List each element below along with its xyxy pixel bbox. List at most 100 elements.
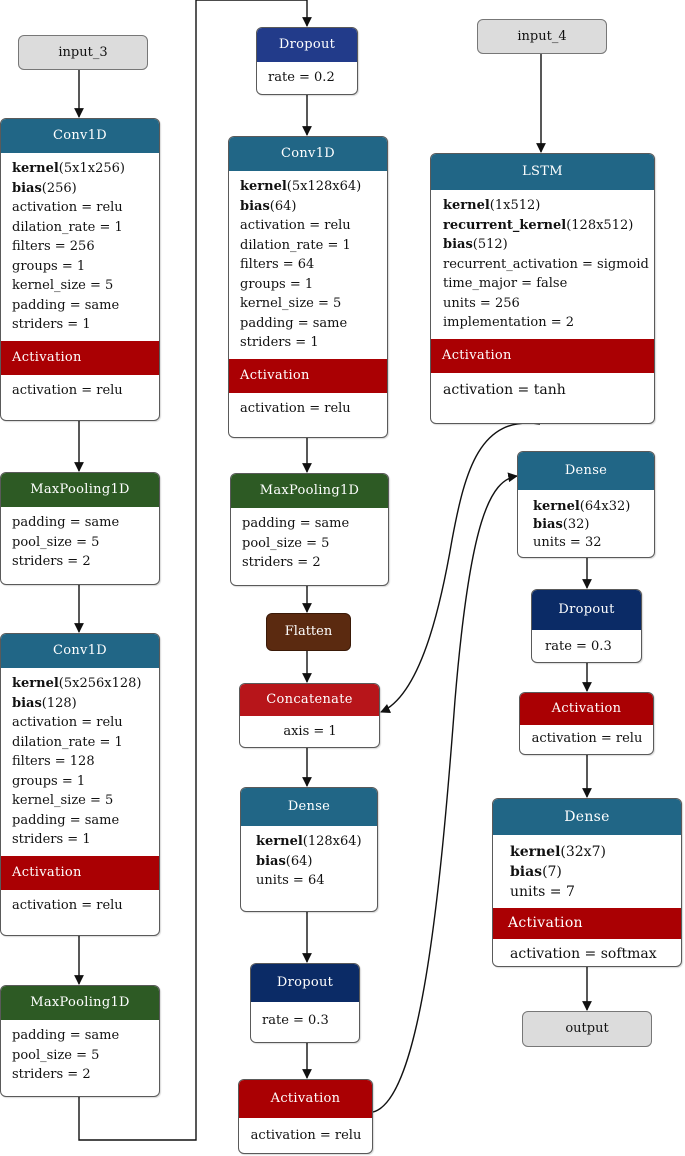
kernel-row: kernel(1x512) <box>443 198 541 213</box>
activation-title: Activation <box>431 338 654 373</box>
node-title: MaxPooling1D <box>231 474 388 508</box>
bias-row: bias(512) <box>443 237 508 252</box>
units-row: units = 7 <box>510 884 575 900</box>
node-params: kernel(32x7) bias(7) units = 7 <box>493 835 681 908</box>
param-row: filters = 64 <box>240 257 315 272</box>
node-title: Conv1D <box>1 634 159 668</box>
param-row: striders = 2 <box>12 554 91 569</box>
param-row: dilation_rate = 1 <box>240 237 351 253</box>
units-row: units = 32 <box>533 535 602 550</box>
flatten-node: Flatten <box>266 613 351 651</box>
maxpooling1d-node-3: MaxPooling1D padding = same pool_size = … <box>230 473 389 586</box>
node-title: Dropout <box>251 964 359 1002</box>
dense-node-2: Dense kernel(64x32) bias(32) units = 32 <box>517 451 655 558</box>
bias-row: bias(256) <box>12 180 77 196</box>
node-params: padding = same pool_size = 5 striders = … <box>1 507 159 578</box>
dropout-node-1: Dropout rate = 0.2 <box>256 27 358 95</box>
activation-param: activation = relu <box>12 382 123 398</box>
param-row: time_major = false <box>443 276 568 291</box>
dense-node-3: Dense kernel(32x7) bias(7) units = 7 Act… <box>492 798 682 967</box>
param-row: implementation = 2 <box>443 315 575 330</box>
lstm-node: LSTM kernel(1x512) recurrent_kernel(128x… <box>430 153 655 424</box>
node-title: MaxPooling1D <box>1 473 159 507</box>
recurrent-kernel-row: recurrent_kernel(128x512) <box>443 217 634 233</box>
kernel-row: kernel(32x7) <box>510 844 606 860</box>
param-row: striders = 1 <box>12 317 91 332</box>
kernel-row: kernel(5x256x128) <box>12 676 142 691</box>
activation-title: Activation <box>1 340 159 375</box>
param-row: striders = 1 <box>12 832 91 847</box>
units-row: units = 64 <box>256 873 325 888</box>
param-row: recurrent_activation = sigmoid <box>443 256 649 272</box>
param-row: groups = 1 <box>12 773 86 789</box>
conv1d-node-3: Conv1D kernel(5x128x64) bias(64) activat… <box>228 136 388 438</box>
node-param: axis = 1 <box>283 724 337 739</box>
node-params: kernel(128x64) bias(64) units = 64 <box>241 826 377 897</box>
node-title: LSTM <box>431 154 654 190</box>
concatenate-node: Concatenate axis = 1 <box>239 683 380 748</box>
input-node-input-4: input_4 <box>477 19 607 54</box>
node-params: kernel(5x1x256) bias(256) activation = r… <box>1 153 159 341</box>
maxpooling1d-node-1: MaxPooling1D padding = same pool_size = … <box>0 472 160 585</box>
node-param: activation = relu <box>250 1128 362 1143</box>
activation-param: activation = softmax <box>510 946 657 962</box>
activation-param: activation = relu <box>240 400 351 416</box>
param-row: padding = same <box>12 1028 120 1043</box>
node-title: Concatenate <box>240 684 379 716</box>
bias-row: bias(64) <box>256 853 313 869</box>
node-title: Activation <box>520 693 653 725</box>
node-title: Conv1D <box>1 119 159 153</box>
node-label: output <box>565 1021 609 1036</box>
param-row: activation = relu <box>12 200 123 215</box>
node-params: padding = same pool_size = 5 striders = … <box>1 1020 159 1091</box>
node-param: rate = 0.3 <box>262 1013 329 1028</box>
param-row: dilation_rate = 1 <box>12 219 123 235</box>
node-label: input_3 <box>58 45 108 60</box>
param-row: kernel_size = 5 <box>12 278 114 293</box>
kernel-row: kernel(64x32) <box>533 499 631 514</box>
activation-node-middle: Activation activation = relu <box>238 1079 373 1154</box>
activation-node-right: Activation activation = relu <box>519 692 654 755</box>
maxpooling1d-node-2: MaxPooling1D padding = same pool_size = … <box>0 985 160 1097</box>
param-row: padding = same <box>12 515 120 530</box>
param-row: padding = same <box>12 297 120 313</box>
param-row: groups = 1 <box>12 258 86 274</box>
param-row: kernel_size = 5 <box>12 793 114 808</box>
param-row: pool_size = 5 <box>242 535 330 551</box>
bias-row: bias(64) <box>240 198 297 214</box>
param-row: pool_size = 5 <box>12 1047 100 1063</box>
activation-title: Activation <box>493 908 681 939</box>
node-title: Conv1D <box>229 137 387 171</box>
input-node-input-3: input_3 <box>18 35 148 70</box>
node-title: MaxPooling1D <box>1 986 159 1020</box>
node-title: Dense <box>493 799 681 835</box>
node-title: Dropout <box>257 28 357 62</box>
activation-param: activation = tanh <box>443 381 566 398</box>
kernel-row: kernel(128x64) <box>256 834 362 849</box>
output-node: output <box>522 1011 652 1047</box>
activation-title: Activation <box>1 855 159 890</box>
node-params: padding = same pool_size = 5 striders = … <box>231 508 388 579</box>
param-row: padding = same <box>12 812 120 828</box>
param-row: pool_size = 5 <box>12 534 100 550</box>
param-row: padding = same <box>242 516 350 531</box>
param-row: units = 256 <box>443 295 520 311</box>
param-row: filters = 128 <box>12 754 95 769</box>
node-param: rate = 0.3 <box>545 639 612 654</box>
param-row: striders = 2 <box>12 1067 91 1082</box>
bias-row: bias(7) <box>510 864 562 880</box>
dropout-node-3: Dropout rate = 0.3 <box>531 589 642 663</box>
node-title: Activation <box>239 1080 372 1118</box>
kernel-row: kernel(5x128x64) <box>240 179 362 194</box>
node-params: kernel(64x32) bias(32) units = 32 <box>518 490 654 557</box>
activation-param: activation = relu <box>12 897 123 913</box>
node-params: kernel(5x128x64) bias(64) activation = r… <box>229 171 387 359</box>
param-row: filters = 256 <box>12 239 95 254</box>
conv1d-node-1: Conv1D kernel(5x1x256) bias(256) activat… <box>0 118 160 421</box>
param-row: activation = relu <box>12 715 123 730</box>
param-row: activation = relu <box>240 218 351 233</box>
node-params: kernel(5x256x128) bias(128) activation =… <box>1 668 159 856</box>
param-row: groups = 1 <box>240 276 314 292</box>
node-title: Dense <box>241 788 377 826</box>
